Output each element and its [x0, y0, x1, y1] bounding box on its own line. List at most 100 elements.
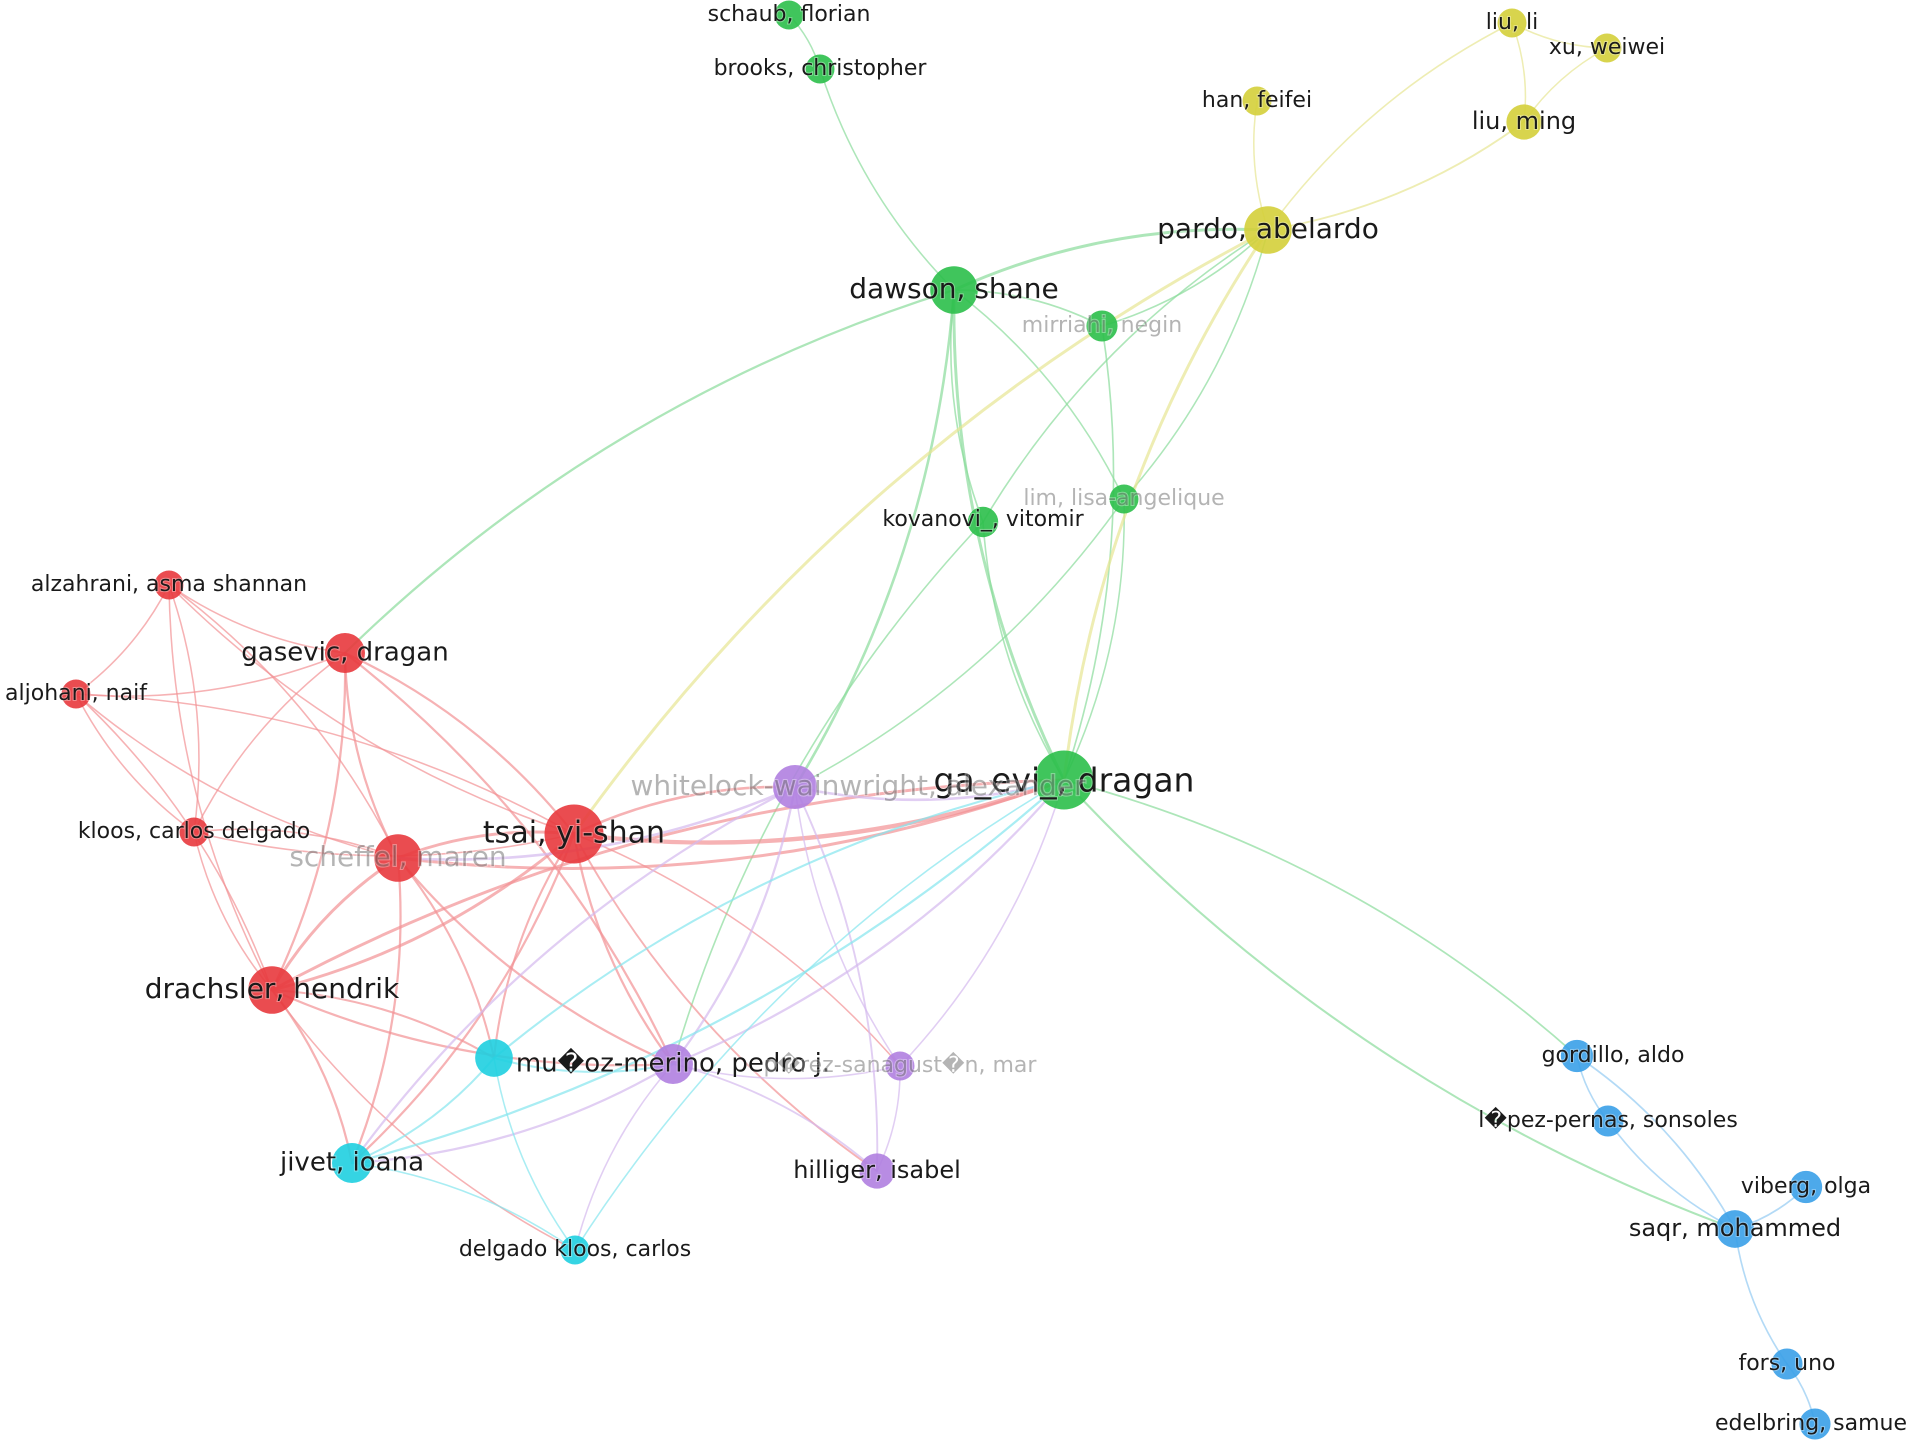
edge-scheffel-cyan_node	[396, 856, 496, 1060]
edge-jivet-delgado_kc	[351, 1162, 576, 1251]
node-label-saqr: saqr, mohammed	[1629, 1214, 1841, 1242]
nodes-layer	[61, 0, 1831, 1440]
node-jivet[interactable]	[332, 1143, 372, 1183]
node-cyan_node[interactable]	[475, 1039, 513, 1077]
node-gasevic_g[interactable]	[325, 633, 365, 673]
edge-lim-pardo	[1123, 229, 1269, 500]
node-label-delgado_kc: delgado kloos, carlos	[459, 1237, 691, 1262]
edge-tsai-hilliger	[573, 833, 878, 1172]
edge-alzahrani-drachsler	[168, 584, 273, 991]
edge-whitelock-hilliger	[794, 786, 879, 1172]
node-liuli[interactable]	[1497, 8, 1527, 38]
edge-drachsler-delgado_kc	[271, 989, 576, 1251]
node-delgado_kc[interactable]	[560, 1235, 590, 1265]
edge-whitelock-perez_s	[794, 786, 901, 1067]
edge-pardo-liuming	[1267, 121, 1525, 231]
edge-alzahrani-scheffel	[168, 584, 399, 859]
edge-drachsler-munoz	[270, 988, 675, 1067]
node-label-hanfeifei: han, feifei	[1202, 88, 1312, 113]
edge-alzahrani-aljohani	[75, 584, 170, 695]
node-xuweiwei[interactable]	[1592, 33, 1622, 63]
edge-brooks-dawson	[819, 68, 955, 291]
edge-perez_s-gasevic_d	[899, 779, 1065, 1067]
edge-aljohani-kloos_cd	[75, 693, 195, 833]
node-label-jivet: jivet, ioana	[279, 1148, 424, 1178]
node-label-perez_s: p�rez-sanagust�n, mar	[764, 1051, 1038, 1078]
node-label-viberg: viberg, olga	[1741, 1174, 1871, 1199]
node-viberg[interactable]	[1789, 1170, 1823, 1204]
node-label-gordillo: gordillo, aldo	[1542, 1043, 1685, 1068]
edge-kloos_cd-scheffel	[193, 828, 399, 859]
edge-gasevic_g-tsai	[343, 651, 576, 836]
edge-dawson-gasevic_g	[343, 288, 956, 655]
node-label-schaub: schaub, florian	[708, 2, 871, 27]
node-label-liuli: liu, li	[1486, 10, 1538, 35]
node-label-edelbring: edelbring, samue	[1715, 1411, 1907, 1436]
node-munoz[interactable]	[653, 1044, 693, 1084]
node-brooks[interactable]	[805, 54, 835, 84]
node-dawson[interactable]	[930, 266, 978, 314]
edge-kovanovic-gasevic_d	[982, 521, 1065, 781]
node-aljohani[interactable]	[61, 679, 91, 709]
node-saqr[interactable]	[1716, 1210, 1754, 1248]
node-edelbring[interactable]	[1799, 1408, 1831, 1440]
edge-pardo-tsai	[572, 228, 1270, 836]
node-label-hilliger: hilliger, isabel	[793, 1156, 961, 1184]
edge-dawson-lim	[953, 289, 1125, 500]
node-scheffel[interactable]	[374, 834, 422, 882]
node-lim[interactable]	[1109, 484, 1139, 514]
node-whitelock[interactable]	[773, 765, 817, 809]
edge-munoz-gasevic_d	[671, 778, 1066, 1066]
node-fors[interactable]	[1771, 1348, 1803, 1380]
edge-mirriahi-gasevic_d	[1063, 325, 1115, 781]
node-lopez_p[interactable]	[1592, 1105, 1624, 1137]
node-label-munoz: mu�oz-merino, pedro j.	[516, 1048, 830, 1079]
edge-dawson-kovanovic	[950, 289, 984, 523]
node-label-kloos_cd: kloos, carlos delgado	[78, 819, 310, 844]
node-mirriahi[interactable]	[1086, 310, 1118, 342]
node-label-xuweiwei: xu, weiwei	[1549, 35, 1665, 60]
edge-cyan_node-munoz	[492, 1056, 675, 1073]
node-pardo[interactable]	[1244, 206, 1292, 254]
edge-gasevic_g-drachsler	[270, 651, 347, 992]
edge-dawson-gasevic_d	[952, 288, 1066, 782]
edge-cyan_node-jivet	[350, 1056, 496, 1165]
node-alzahrani[interactable]	[154, 570, 184, 600]
edge-lim-whitelock	[794, 498, 1125, 788]
node-schaub[interactable]	[774, 0, 804, 30]
edge-scheffel-jivet	[350, 856, 402, 1165]
node-kloos_cd[interactable]	[179, 817, 209, 847]
node-label-tsai: tsai, yi-shan	[483, 816, 665, 851]
edge-dawson-whitelock	[793, 288, 956, 789]
edge-drachsler-gasevic_d	[270, 778, 1066, 992]
node-label-gasevic_g: gasevic, dragan	[241, 638, 448, 668]
edge-alzahrani-kloos_cd	[168, 584, 200, 833]
node-hanfeifei[interactable]	[1242, 86, 1272, 116]
edge-scheffel-munoz	[396, 856, 675, 1066]
edge-pardo-liuli	[1267, 22, 1513, 231]
node-perez_s[interactable]	[885, 1051, 915, 1081]
edge-tsai-munoz	[572, 832, 675, 1066]
node-label-kovanovic: kovanovi_, vitomir	[882, 507, 1084, 532]
node-hilliger[interactable]	[859, 1153, 895, 1189]
node-drachsler[interactable]	[248, 966, 296, 1014]
edge-jivet-gasevic_d	[350, 778, 1066, 1165]
edge-aljohani-tsai	[75, 693, 575, 835]
node-label-mirriahi: mirriahi, negin	[1022, 313, 1182, 338]
node-kovanovic[interactable]	[967, 506, 999, 538]
edge-gordillo-saqr	[1576, 1055, 1736, 1230]
node-gordillo[interactable]	[1560, 1039, 1594, 1073]
node-tsai[interactable]	[544, 804, 604, 864]
node-liuming[interactable]	[1506, 104, 1542, 140]
node-label-pardo: pardo, abelardo	[1157, 212, 1379, 245]
edge-gasevic_d-gordillo	[1063, 779, 1578, 1057]
node-gasevic_d[interactable]	[1034, 750, 1094, 810]
node-label-scheffel: scheffel, maren	[289, 840, 506, 873]
edge-cyan_node-gasevic_d	[492, 778, 1066, 1060]
edge-alzahrani-gasevic_g	[168, 584, 346, 654]
node-label-fors: fors, uno	[1738, 1351, 1835, 1376]
edge-aljohani-scheffel	[75, 693, 399, 859]
node-label-liuming: liu, ming	[1472, 107, 1576, 135]
